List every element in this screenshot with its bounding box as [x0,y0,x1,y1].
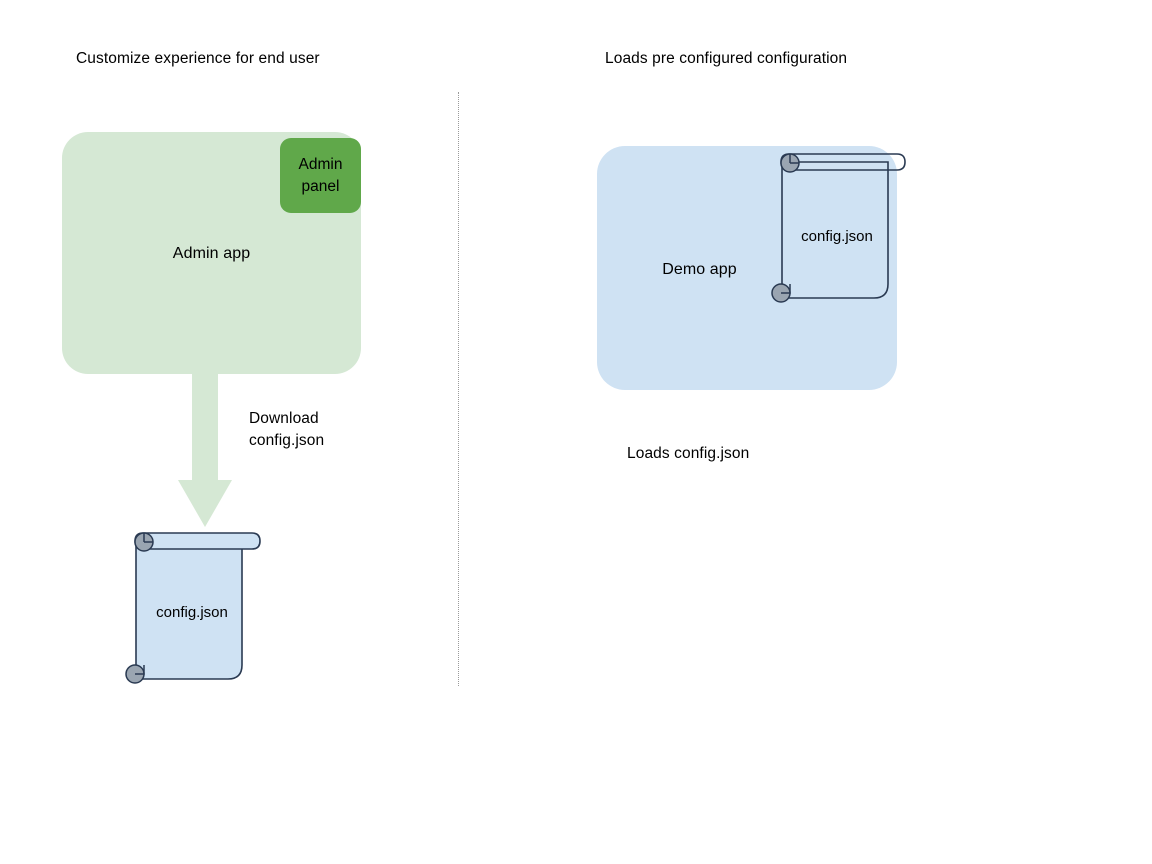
download-edge-label: Download config.json [249,408,324,452]
column-divider [458,92,459,686]
down-block-arrow-icon [178,372,232,527]
demo-app-box[interactable] [597,146,897,390]
admin-panel-box[interactable]: Admin panel [280,138,361,213]
download-label-line2: config.json [249,432,325,449]
admin-panel-label: Admin panel [298,155,343,195]
config-json-label-right: config.json [801,228,873,245]
heading-right: Loads pre configured configuration [605,50,848,67]
scroll-document-icon-right[interactable] [770,150,912,310]
admin-app-label: Admin app [172,245,251,262]
demo-app-label: Demo app [662,261,737,278]
scroll-document-icon-left[interactable] [118,527,266,692]
loads-config-caption: Loads config.json [627,445,750,462]
heading-left: Customize experience for end user [76,50,320,67]
download-label-line1: Download [249,410,319,427]
config-json-label-left: config.json [156,604,228,621]
